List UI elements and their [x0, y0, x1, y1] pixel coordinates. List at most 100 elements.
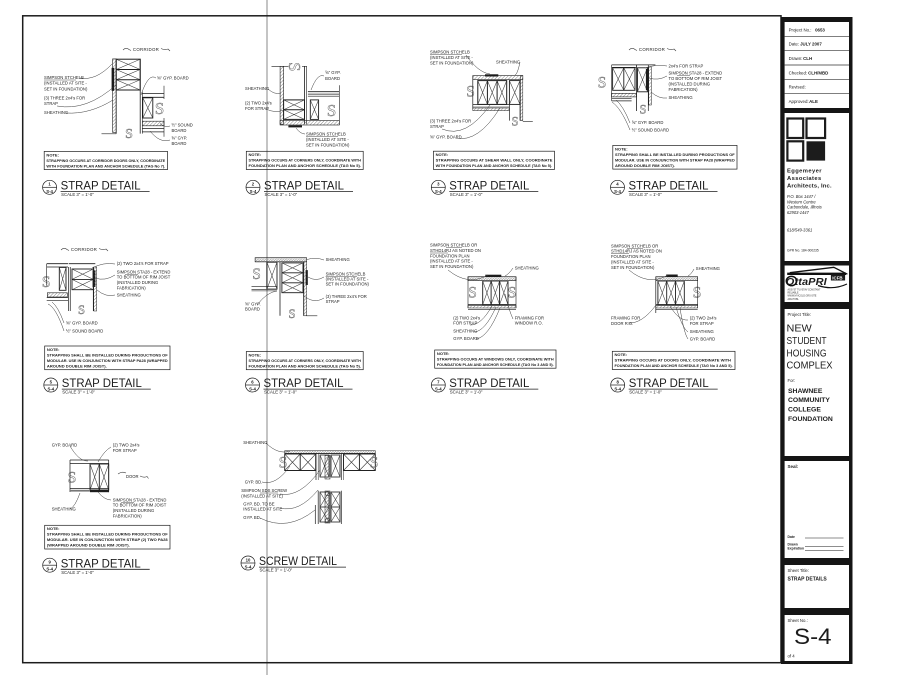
svg-text:Sheet Title:: Sheet Title:: [788, 568, 810, 573]
svg-text:GYP. BOARD: GYP. BOARD: [690, 336, 716, 341]
svg-text:S: S: [125, 127, 133, 142]
svg-text:Western Centre: Western Centre: [787, 199, 816, 204]
svg-text:STRAPPING OCCURS AT SHEAR WALL: STRAPPING OCCURS AT SHEAR WALL ONLY, COO…: [436, 158, 553, 163]
svg-text:S: S: [511, 114, 518, 128]
svg-text:GPR No. 184-000235: GPR No. 184-000235: [787, 249, 819, 253]
svg-text:SIMPSON STA28 - EXTEND: SIMPSON STA28 - EXTEND: [669, 71, 723, 76]
svg-text:2x4's FOR STRAP: 2x4's FOR STRAP: [669, 63, 704, 68]
svg-text:TO BOTTOM OF RIM JOIST: TO BOTTOM OF RIM JOIST: [669, 76, 723, 81]
svg-text:SHEATHING: SHEATHING: [496, 60, 520, 65]
svg-text:STHD14RJ AS NOTED ON: STHD14RJ AS NOTED ON: [611, 249, 662, 254]
svg-text:GYP. BD.: GYP. BD.: [245, 479, 263, 484]
svg-text:SHEATHING: SHEATHING: [245, 86, 269, 91]
svg-text:SIMPSON SDS SCREW: SIMPSON SDS SCREW: [241, 488, 287, 493]
svg-text:SIMPSON STCHELB OR: SIMPSON STCHELB OR: [611, 243, 658, 248]
svg-text:RELIABLE: RELIABLE: [788, 292, 799, 295]
svg-text:FOR STRAP: FOR STRAP: [453, 321, 477, 326]
svg-text:ICFB: ICFB: [832, 276, 842, 281]
svg-text:(2) TWO 2x4's: (2) TWO 2x4's: [245, 100, 272, 105]
svg-text:STRAPPING OCCURS AT CORRIDOR D: STRAPPING OCCURS AT CORRIDOR DOORS ONLY,…: [46, 158, 165, 163]
svg-text:SET IN FOUNDATION): SET IN FOUNDATION): [430, 264, 474, 269]
svg-text:½" SOUND BOARD: ½" SOUND BOARD: [66, 328, 103, 333]
svg-text:NOTE:: NOTE:: [249, 152, 262, 157]
svg-text:1: 1: [48, 182, 51, 187]
svg-text:S-4: S-4: [47, 387, 54, 392]
svg-text:(INSTALLED AT SITE -: (INSTALLED AT SITE -: [326, 277, 369, 282]
svg-text:(2) TWO 2x4's: (2) TWO 2x4's: [113, 443, 140, 448]
svg-text:NOTE:: NOTE:: [615, 146, 628, 151]
svg-text:SHEATHING: SHEATHING: [669, 95, 693, 100]
svg-text:STRAP DETAIL: STRAP DETAIL: [629, 376, 709, 390]
svg-text:(3) THREE 2x4's FOR: (3) THREE 2x4's FOR: [44, 96, 85, 101]
svg-text:WITH FOUNDATION PLAN AND ANCHO: WITH FOUNDATION PLAN AND ANCHOR SCHEDULE…: [46, 163, 165, 168]
svg-text:NOTE:: NOTE:: [47, 526, 60, 531]
svg-text:(INSTALLED DURING: (INSTALLED DURING: [113, 508, 155, 513]
svg-text:FRAMING FOR: FRAMING FOR: [611, 316, 640, 321]
svg-text:S-4: S-4: [435, 387, 442, 392]
svg-text:BOARD: BOARD: [172, 128, 187, 133]
svg-text:S-4: S-4: [250, 189, 257, 194]
svg-text:NOTE:: NOTE:: [437, 351, 450, 356]
svg-text:(INSTALLED AT SITE -: (INSTALLED AT SITE -: [430, 55, 473, 60]
svg-text:618/549-3361: 618/549-3361: [787, 228, 812, 233]
svg-text:(INSTALLED DURING: (INSTALLED DURING: [117, 280, 159, 285]
svg-text:SHEATHING: SHEATHING: [117, 292, 141, 297]
svg-text:NOTE:: NOTE:: [46, 152, 59, 157]
svg-text:SHEATHING: SHEATHING: [44, 110, 68, 115]
svg-text:STRAP DETAILS: STRAP DETAILS: [788, 577, 828, 583]
svg-text:STRAPPING OCCURS AT DOORS ONLY: STRAPPING OCCURS AT DOORS ONLY, COORDINA…: [615, 358, 732, 363]
svg-text:SET IN FOUNDATION): SET IN FOUNDATION): [306, 143, 350, 148]
svg-text:S-4: S-4: [46, 567, 53, 572]
svg-text:DOOR: DOOR: [126, 474, 139, 479]
svg-text:FOUNDATION PLAN: FOUNDATION PLAN: [611, 254, 650, 259]
svg-text:STRAP DETAIL: STRAP DETAIL: [61, 556, 141, 570]
svg-text:STRAP DETAIL: STRAP DETAIL: [629, 179, 709, 193]
svg-text:S: S: [598, 74, 607, 91]
svg-text:Date: Date: [788, 535, 795, 539]
svg-text:STRAPPING OCCURS AT CORNERS ON: STRAPPING OCCURS AT CORNERS ONLY, COORDI…: [249, 158, 361, 163]
svg-text:STRAP DETAIL: STRAP DETAIL: [62, 376, 142, 390]
svg-text:(INSTALLED AT SITE -: (INSTALLED AT SITE -: [430, 259, 473, 264]
svg-text:(2) TWO 2x4's: (2) TWO 2x4's: [453, 315, 480, 320]
svg-text:(2) TWO 2x4's: (2) TWO 2x4's: [690, 316, 717, 321]
svg-text:AROUND DOUBLE RIM JOIST).: AROUND DOUBLE RIM JOIST).: [47, 363, 107, 368]
svg-text:S-4: S-4: [614, 189, 621, 194]
svg-text:½" SOUND BOARD: ½" SOUND BOARD: [632, 127, 669, 132]
svg-text:NOTE:: NOTE:: [615, 352, 628, 357]
svg-text:DOOR R.O.: DOOR R.O.: [611, 321, 633, 326]
svg-text:SCALE 3" = 1'-0": SCALE 3" = 1'-0": [61, 192, 94, 197]
svg-text:Drawn:: Drawn:: [789, 56, 803, 61]
svg-text:STHD14RJ AS NOTED ON: STHD14RJ AS NOTED ON: [430, 248, 481, 253]
svg-text:JULY 2007: JULY 2007: [800, 42, 822, 47]
svg-text:FABRICATION): FABRICATION): [113, 513, 143, 518]
svg-text:6: 6: [251, 379, 254, 384]
svg-text:Carbondale, Illinois: Carbondale, Illinois: [787, 205, 822, 210]
svg-text:(WRAPPED AROUND DOUBLE RIM JOI: (WRAPPED AROUND DOUBLE RIM JOIST).: [47, 543, 130, 548]
svg-text:SHEATHING: SHEATHING: [326, 257, 350, 262]
svg-text:NEW: NEW: [787, 323, 812, 335]
svg-text:WWW.MYICGLD.GRS-SITE: WWW.MYICGLD.GRS-SITE: [788, 296, 817, 298]
svg-text:S-4: S-4: [435, 189, 442, 194]
svg-text:COMMUNITY: COMMUNITY: [788, 397, 830, 404]
svg-text:SIMPSON STA28 - EXTEND: SIMPSON STA28 - EXTEND: [113, 497, 167, 502]
svg-text:Revised:: Revised:: [789, 85, 806, 90]
svg-text:S: S: [370, 454, 379, 471]
svg-text:Drawn: Drawn: [788, 543, 798, 547]
svg-text:SCALE 3" = 1'-0": SCALE 3" = 1'-0": [260, 568, 293, 573]
svg-text:FRAMING FOR: FRAMING FOR: [515, 315, 544, 320]
svg-text:SHEATHING: SHEATHING: [243, 440, 267, 445]
svg-text:(INSTALLED AT SITE -: (INSTALLED AT SITE -: [306, 137, 349, 142]
svg-text:NOTE:: NOTE:: [249, 352, 262, 357]
svg-text:STRAP DETAIL: STRAP DETAIL: [264, 179, 344, 193]
svg-text:S: S: [466, 83, 475, 100]
svg-text:STRAP DETAIL: STRAP DETAIL: [449, 179, 529, 193]
svg-text:S-4: S-4: [245, 565, 252, 570]
svg-text:FABRICATION): FABRICATION): [117, 285, 147, 290]
svg-text:Date:: Date:: [789, 42, 800, 47]
svg-text:ALE: ALE: [809, 99, 818, 104]
svg-text:GYP. BOARD: GYP. BOARD: [52, 443, 78, 448]
svg-text:SHEATHING: SHEATHING: [696, 266, 720, 271]
svg-text:MODULAR. USE IN CONJUNCTION WI: MODULAR. USE IN CONJUNCTION WITH STRAP P…: [615, 157, 735, 162]
svg-text:S: S: [285, 62, 304, 71]
svg-text:For:: For:: [788, 378, 796, 383]
